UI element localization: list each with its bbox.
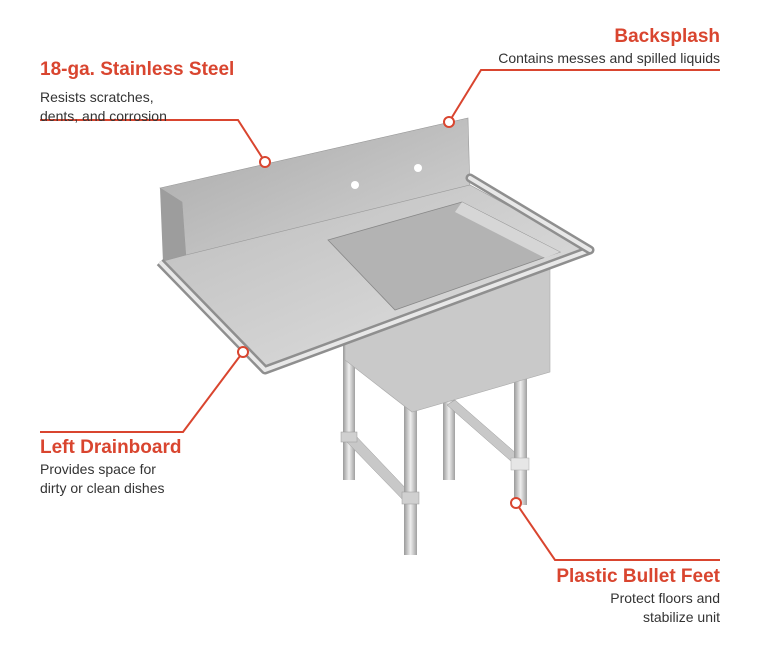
callout-backsplash: Backsplash Contains messes and spilled l… <box>498 26 720 68</box>
callout-desc-line: Contains messes and spilled liquids <box>498 50 720 66</box>
callout-bullet-feet: Plastic Bullet Feet Protect floors and s… <box>556 566 720 627</box>
callout-title: Backsplash <box>614 26 720 47</box>
callout-title: Plastic Bullet Feet <box>556 566 720 587</box>
bullet-foot <box>510 457 530 471</box>
callout-desc-line: Resists scratches, <box>40 89 154 105</box>
callout-desc-line: dents, and corrosion <box>40 108 167 124</box>
callout-desc-line: dirty or clean dishes <box>40 480 165 496</box>
callout-desc-line: Provides space for <box>40 461 156 477</box>
callout-title: Left Drainboard <box>40 437 182 458</box>
callout-desc-line: stabilize unit <box>642 609 720 625</box>
legs <box>340 340 530 555</box>
callout-lines <box>40 69 720 561</box>
callout-left-drainboard: Left Drainboard Provides space for dirty… <box>40 437 181 498</box>
callout-stainless-steel: 18-ga. Stainless Steel Resists scratches… <box>40 59 234 126</box>
callout-desc-line: Protect floors and <box>610 590 720 606</box>
callout-title: 18-ga. Stainless Steel <box>40 59 235 80</box>
callout-dots <box>237 116 522 509</box>
